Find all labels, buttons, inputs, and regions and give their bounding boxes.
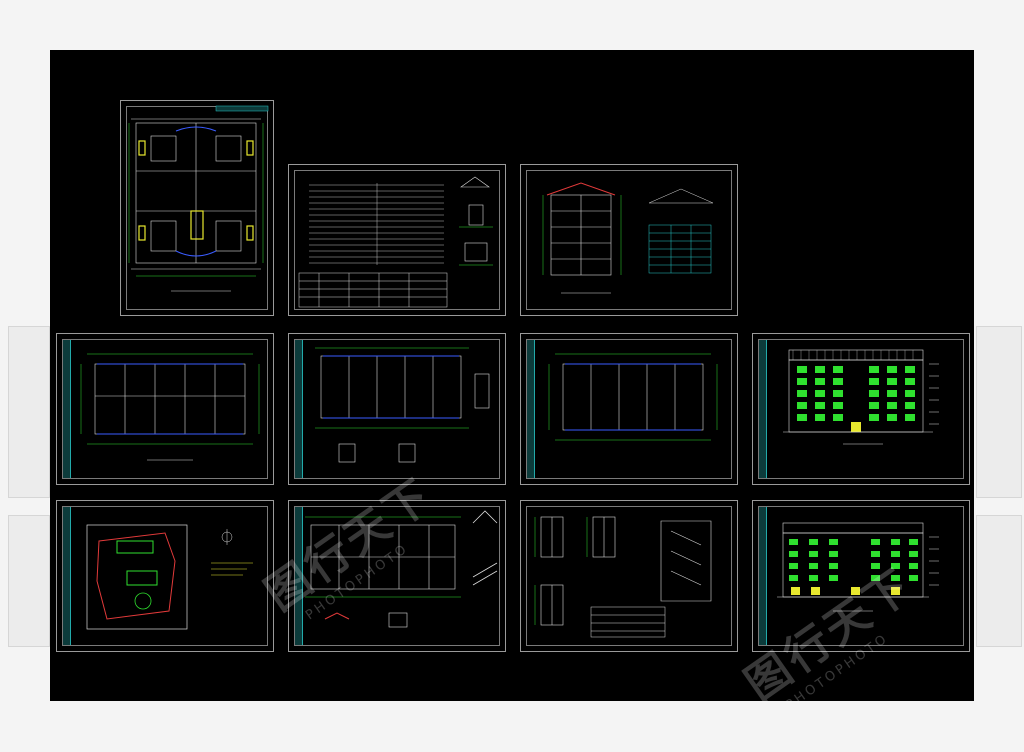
sheet-roof-plan-details[interactable]	[288, 500, 506, 652]
south-elevation-drawing	[783, 349, 939, 445]
ground-floor-plan-drawing	[80, 353, 260, 461]
sheet-ground-floor-plan[interactable]	[56, 333, 274, 485]
design-notes-drawing	[298, 176, 493, 308]
ghost-thumbnail-right-bottom	[976, 515, 1022, 647]
ghost-thumbnail-left-bottom	[8, 515, 50, 647]
site-plan-drawing	[86, 524, 253, 630]
sheet-design-notes[interactable]	[288, 164, 506, 316]
ghost-thumbnail-left-top	[8, 326, 50, 498]
roof-plan-drawing	[305, 510, 498, 628]
sheet-site-plan[interactable]	[56, 500, 274, 652]
ghost-thumbnail-right-top	[976, 326, 1022, 498]
sheet-section-1-1[interactable]	[520, 164, 738, 316]
section-drawing	[542, 182, 714, 294]
sheet-top-floor-plan[interactable]	[520, 333, 738, 485]
top-floor-plan-drawing	[548, 353, 718, 441]
sheet-north-elevation[interactable]	[752, 500, 970, 652]
north-elevation-drawing	[777, 522, 939, 612]
floor-plan-unit-drawing	[128, 105, 269, 292]
cad-drawing-canvas[interactable]: 图行天下 PHOTOPHOTO 图行天下 PHOTOPHOTO	[50, 50, 974, 701]
standard-floor-plan-drawing	[315, 347, 490, 463]
sheet-standard-floor-plan[interactable]	[288, 333, 506, 485]
sheet-stair-details[interactable]	[520, 500, 738, 652]
stair-details-drawing	[534, 516, 712, 638]
sheet-floor-plan-unit[interactable]	[120, 100, 274, 316]
sheet-south-elevation[interactable]	[752, 333, 970, 485]
